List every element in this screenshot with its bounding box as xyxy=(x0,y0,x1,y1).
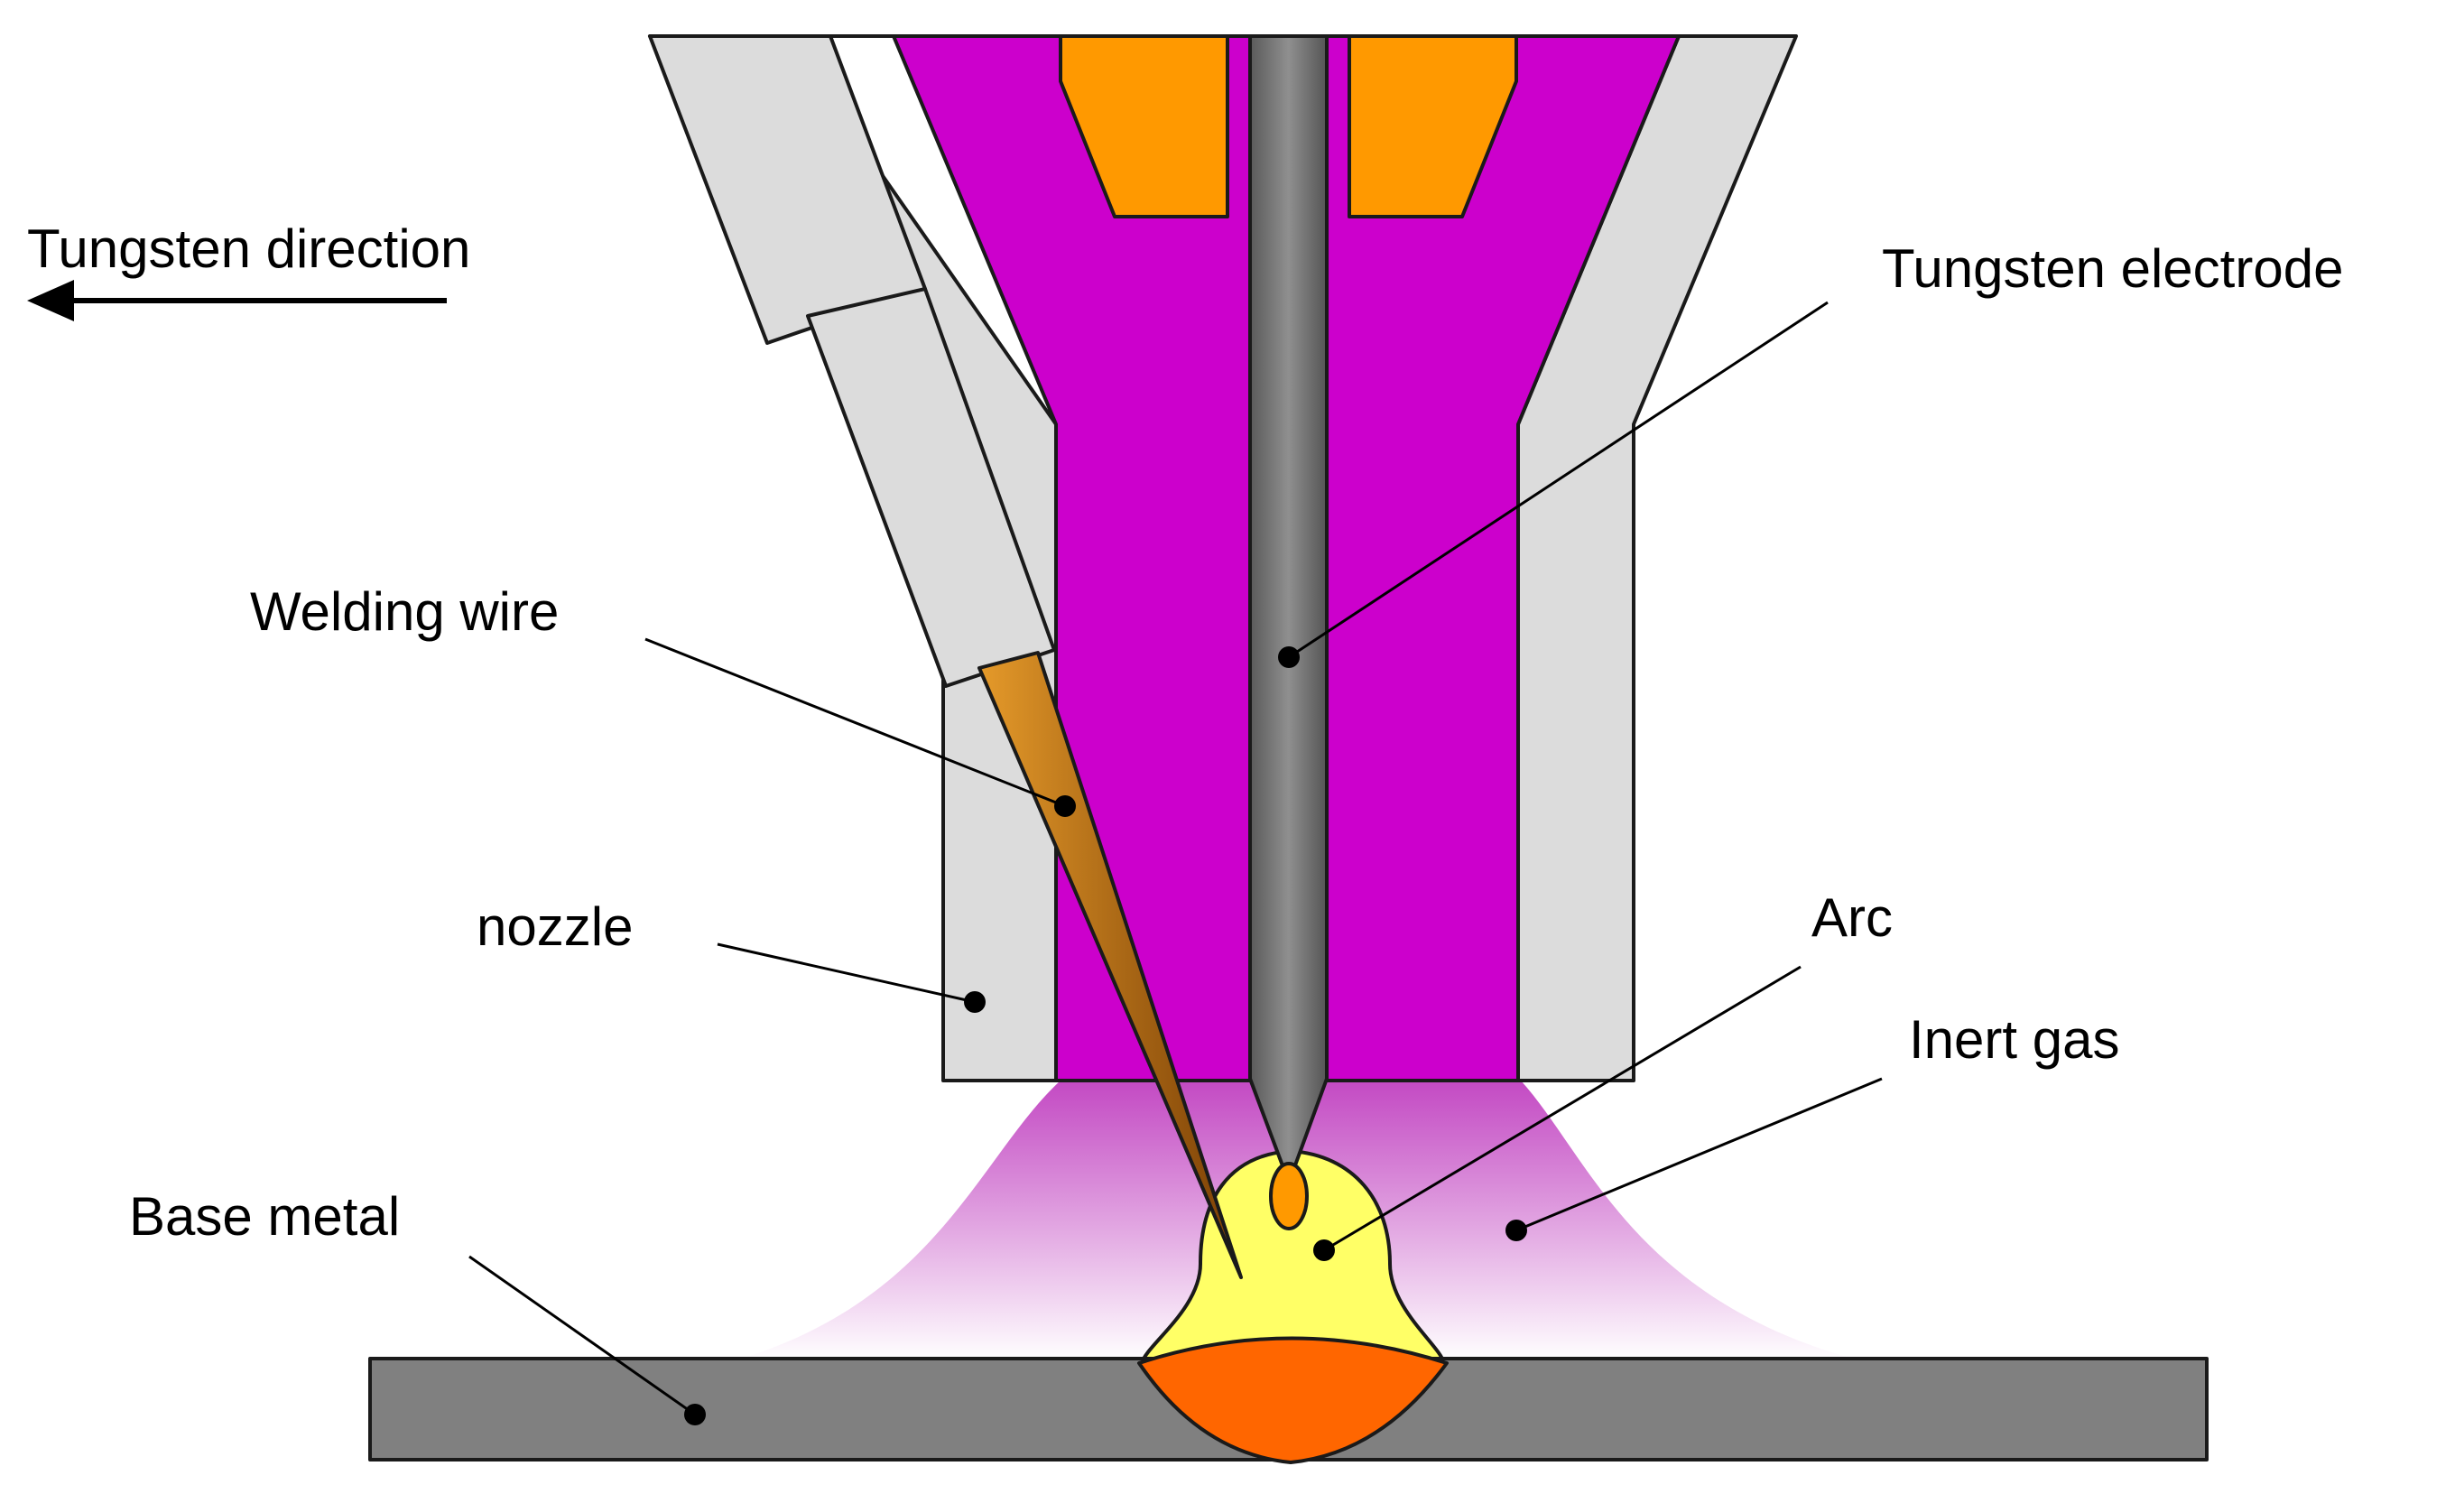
label-welding-wire: Welding wire xyxy=(250,581,559,642)
tungsten-electrode xyxy=(1248,34,1329,1184)
dot-nozzle xyxy=(964,991,986,1013)
dot-base-metal xyxy=(684,1404,706,1425)
dot-welding-wire xyxy=(1054,795,1076,817)
collet-right xyxy=(1348,34,1518,218)
welding-wire xyxy=(977,651,1243,1279)
label-nozzle: nozzle xyxy=(477,896,633,957)
direction-arrowhead xyxy=(27,280,74,321)
label-arc: Arc xyxy=(1811,887,1893,948)
leader-welding-wire xyxy=(644,637,1066,808)
label-inert-gas: Inert gas xyxy=(1909,1009,2119,1070)
collet-left xyxy=(1059,34,1229,218)
label-electrode: Tungsten electrode xyxy=(1882,238,2343,299)
wire-guide-inner xyxy=(806,287,1056,688)
weld-pool xyxy=(1137,1336,1449,1464)
dot-electrode xyxy=(1278,646,1300,668)
arc-root xyxy=(1269,1162,1309,1230)
dot-inert-gas xyxy=(1505,1220,1527,1241)
leader-electrode xyxy=(1288,301,1829,659)
label-direction: Tungsten direction xyxy=(27,218,470,279)
dot-arc xyxy=(1313,1239,1335,1261)
leader-nozzle xyxy=(717,942,976,1004)
label-base-metal: Base metal xyxy=(129,1186,400,1247)
leader-inert-gas xyxy=(1515,1077,1883,1232)
leader-base-metal xyxy=(468,1255,696,1416)
leader-arc xyxy=(1323,965,1802,1252)
